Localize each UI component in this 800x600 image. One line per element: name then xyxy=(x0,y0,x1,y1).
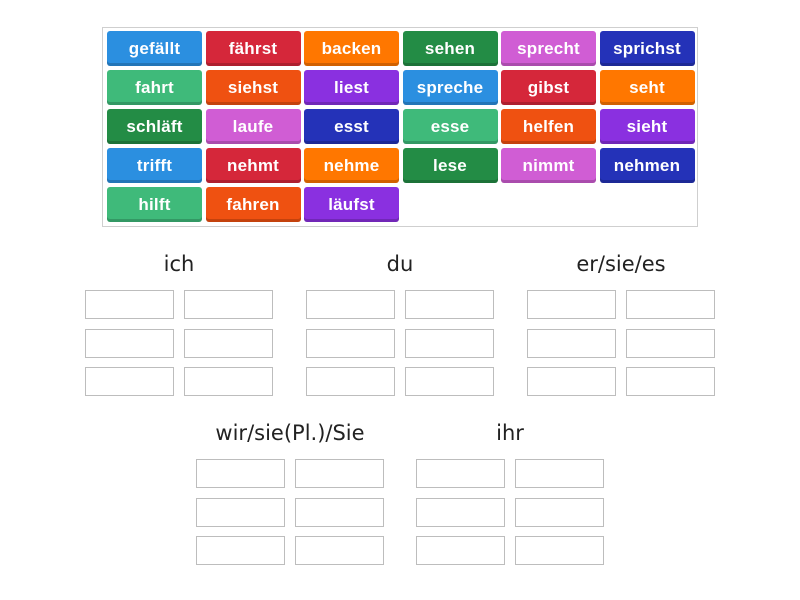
drop-slot[interactable] xyxy=(416,536,505,565)
drop-slot[interactable] xyxy=(527,328,616,358)
category-title: er/sie/es xyxy=(576,252,666,276)
drop-slot[interactable] xyxy=(527,290,616,319)
drop-slot[interactable] xyxy=(515,536,604,565)
drop-slot[interactable] xyxy=(85,290,174,319)
word-tile[interactable]: siehst xyxy=(205,70,301,105)
word-tile[interactable]: trifft xyxy=(107,148,202,183)
category-title: ihr xyxy=(496,421,524,445)
word-tile[interactable]: fahrt xyxy=(107,70,202,105)
word-tile[interactable]: gefällt xyxy=(107,31,202,66)
drop-slot[interactable] xyxy=(85,367,174,396)
drop-slot[interactable] xyxy=(184,367,273,396)
category-title: du xyxy=(386,252,414,276)
word-tile[interactable]: esst xyxy=(304,109,399,144)
drop-slot[interactable] xyxy=(306,367,395,396)
drop-slot[interactable] xyxy=(626,367,715,396)
word-tile[interactable]: liest xyxy=(304,70,399,105)
word-tile[interactable]: sieht xyxy=(599,109,695,144)
word-tile[interactable]: lese xyxy=(402,148,498,183)
drop-slot[interactable] xyxy=(626,290,715,319)
drop-slot[interactable] xyxy=(295,459,384,488)
word-tile[interactable]: esse xyxy=(402,109,498,144)
drop-slot[interactable] xyxy=(405,290,494,319)
drop-slot[interactable] xyxy=(416,497,505,527)
word-tile[interactable]: nehme xyxy=(304,148,399,183)
word-tile[interactable]: nimmt xyxy=(501,148,596,183)
word-tile[interactable]: hilft xyxy=(107,187,202,222)
word-tile[interactable]: spreche xyxy=(402,70,498,105)
word-tile[interactable]: helfen xyxy=(501,109,596,144)
word-tile[interactable]: nehmt xyxy=(205,148,301,183)
word-tile[interactable]: nehmen xyxy=(599,148,695,183)
word-tile[interactable]: sehen xyxy=(402,31,498,66)
word-tile[interactable]: backen xyxy=(304,31,399,66)
drop-slot[interactable] xyxy=(626,328,715,358)
drop-slot[interactable] xyxy=(184,290,273,319)
drop-slot[interactable] xyxy=(196,497,285,527)
word-tile[interactable]: sprichst xyxy=(599,31,695,66)
category-3: wir/sie(Pl.)/Sie xyxy=(196,421,384,566)
drop-slot[interactable] xyxy=(85,328,174,358)
drop-slot[interactable] xyxy=(295,536,384,565)
drop-slot[interactable] xyxy=(405,367,494,396)
drop-slot[interactable] xyxy=(515,459,604,488)
drop-slot[interactable] xyxy=(515,497,604,527)
word-tile[interactable]: seht xyxy=(599,70,695,105)
word-tile[interactable]: fahren xyxy=(205,187,301,222)
word-tile[interactable]: gibst xyxy=(501,70,596,105)
category-2: er/sie/es xyxy=(527,252,715,397)
drop-slot[interactable] xyxy=(527,367,616,396)
category-title: ich xyxy=(163,252,195,276)
drop-slot[interactable] xyxy=(306,290,395,319)
word-tile[interactable]: fährst xyxy=(205,31,301,66)
word-tile[interactable]: laufe xyxy=(205,109,301,144)
word-tile[interactable]: schläft xyxy=(107,109,202,144)
drop-slot[interactable] xyxy=(295,497,384,527)
category-title: wir/sie(Pl.)/Sie xyxy=(215,421,365,445)
drop-slot[interactable] xyxy=(416,459,505,488)
category-4: ihr xyxy=(416,421,604,566)
word-tile[interactable]: läufst xyxy=(304,187,399,222)
drop-slot[interactable] xyxy=(184,328,273,358)
drop-slot[interactable] xyxy=(306,328,395,358)
drop-slot[interactable] xyxy=(196,536,285,565)
category-1: du xyxy=(306,252,494,397)
drop-slot[interactable] xyxy=(196,459,285,488)
word-tile[interactable]: sprecht xyxy=(501,31,596,66)
drop-slot[interactable] xyxy=(405,328,494,358)
category-0: ich xyxy=(85,252,273,397)
